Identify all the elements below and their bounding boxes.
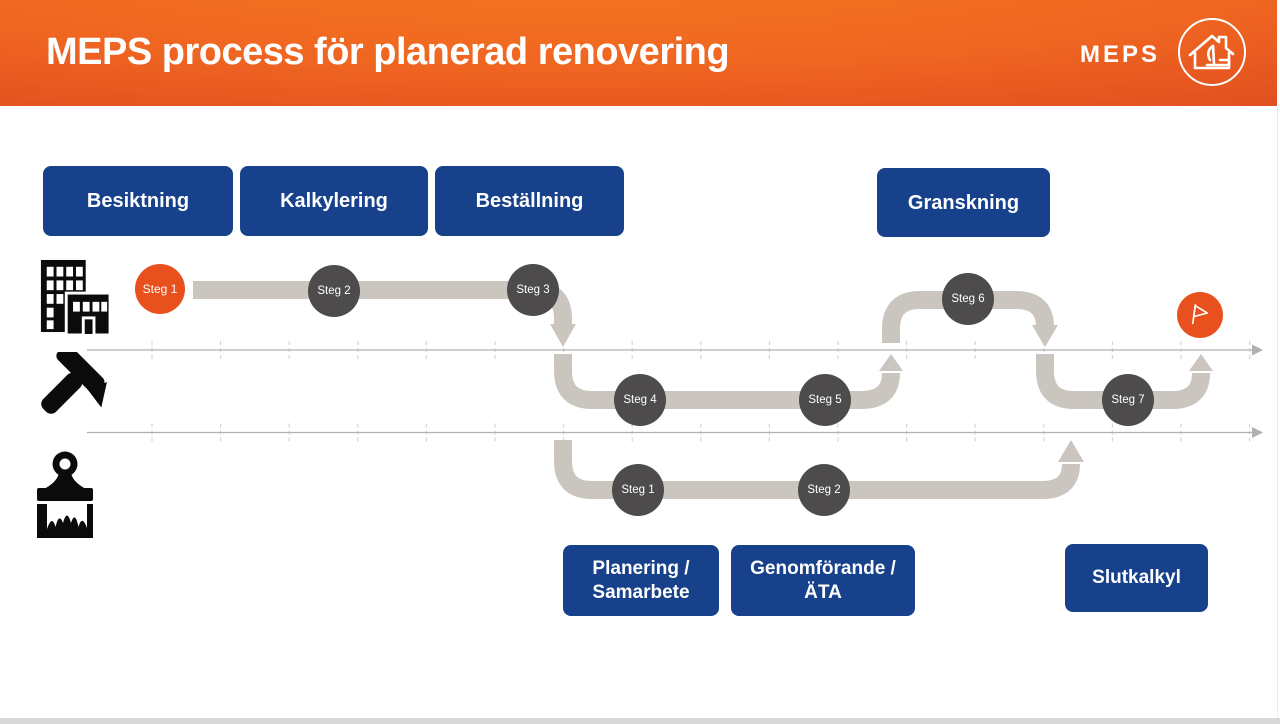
phase-box-label: Beställning [475, 190, 584, 212]
phase-box-label-line1: Slutkalkyl [1092, 567, 1181, 588]
arrow-down-after-steg6 [1032, 325, 1058, 347]
step-circle-sub-2: Steg 2 [798, 464, 850, 516]
brand-name: MEPS [1079, 41, 1160, 68]
step-label: Steg 1 [621, 484, 655, 496]
step-circle-7: Steg 7 [1102, 374, 1154, 426]
step-label: Steg 2 [807, 484, 841, 496]
step-circle-start: Steg 1 [135, 264, 185, 314]
timeline-ruler-2 [87, 427, 1263, 438]
step-circle-6: Steg 6 [942, 273, 994, 325]
phase-box-label-line1: Planering / [592, 557, 690, 579]
phase-box-besiktning: Besiktning [43, 166, 233, 236]
phase-box-label-line2: Samarbete [592, 581, 690, 603]
phase-box-label: Granskning [907, 191, 1020, 214]
arrow-down-after-steg3 [550, 324, 576, 347]
phase-box-planering-samarbete: Planering / Samarbete [563, 545, 719, 616]
step-circle-sub-1: Steg 1 [612, 464, 664, 516]
slide-bottom-edge [0, 718, 1280, 724]
house-hammer-icon [1178, 18, 1246, 86]
phase-box-bestallning: Beställning [435, 166, 624, 236]
arrow-up-after-steg5 [879, 354, 903, 371]
path-granskning-loop [882, 291, 1054, 343]
step-label: Steg 7 [1111, 394, 1145, 406]
step-circle-4: Steg 4 [614, 374, 666, 426]
header-banner: MEPS process för planerad renovering MEP… [0, 0, 1277, 106]
timeline-ruler-1 [87, 344, 1263, 356]
path-lane2-right [1036, 354, 1210, 409]
phase-box-label-line1: Genomförande / [750, 557, 896, 579]
phase-box-slutkalkyl: Slutkalkyl [1065, 544, 1208, 612]
paintbrush-icon [37, 451, 93, 538]
phase-box-label-line2: ÄTA [804, 581, 842, 603]
phase-box-genomforande-ata: Genomförande / ÄTA [731, 545, 915, 616]
step-label: Steg 2 [317, 285, 351, 297]
phase-box-kalkylering: Kalkylering [240, 166, 428, 236]
arrow-up-lane3 [1058, 440, 1084, 462]
step-circle-3: Steg 3 [507, 264, 559, 316]
step-label: Steg 4 [623, 394, 657, 406]
flag-icon [1191, 304, 1209, 325]
path-lane2-left [554, 354, 900, 409]
goal-circle [1177, 292, 1223, 338]
step-circle-5: Steg 5 [799, 374, 851, 426]
phase-box-granskning: Granskning [877, 168, 1050, 237]
path-lane3 [554, 440, 1080, 499]
hammer-icon [41, 352, 107, 414]
slide-right-edge [1277, 106, 1278, 718]
step-circle-2: Steg 2 [308, 265, 360, 317]
step-label: Steg 3 [516, 284, 550, 296]
phase-box-label: Besiktning [86, 190, 190, 212]
step-label: Steg 1 [142, 282, 178, 296]
building-icon [40, 259, 112, 336]
phase-box-label: Kalkylering [280, 190, 388, 212]
step-label: Steg 5 [808, 394, 842, 406]
page-title: MEPS process för planerad renovering [46, 31, 730, 73]
arrow-up-final [1189, 354, 1213, 371]
step-label: Steg 6 [951, 293, 985, 305]
